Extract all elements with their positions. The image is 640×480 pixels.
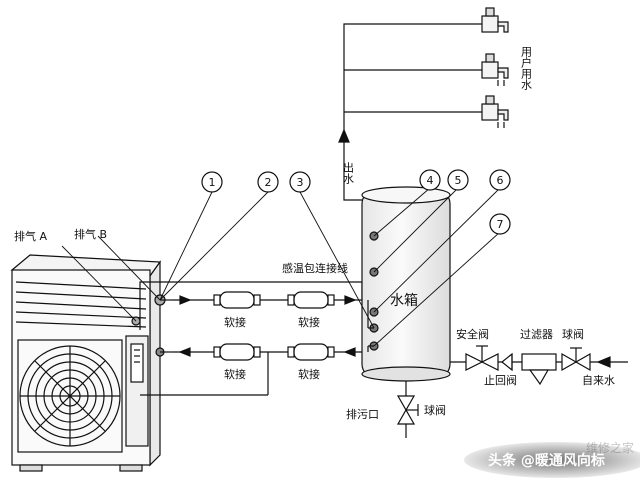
label-sensor-cable: 感温包连接线 [282,261,348,275]
connection-pipes [140,299,269,396]
outdoor-heat-pump-unit [10,254,166,472]
label-soft-joint-4: 软接 [298,367,320,381]
soft-joint-upper-left [172,291,288,309]
label-water-out: 出水 [342,161,355,184]
callout-7: 7 [497,218,504,231]
callout-2: 2 [265,176,272,189]
ball-valve-inlet-icon [561,347,591,372]
user-tap-3-icon [481,95,509,128]
label-check-valve: 止回阀 [484,373,517,387]
user-tap-2-icon [481,53,509,86]
safety-valve-icon [465,345,499,371]
callout-6: 6 [497,174,504,187]
water-tank [361,186,451,382]
callout-leaders [61,187,501,347]
callout-circles [201,169,511,235]
check-valve-icon [501,352,513,372]
callout-numbers: 1 2 3 4 5 6 7 [209,174,504,231]
drain-line [396,381,419,438]
callout-5: 5 [455,174,462,187]
user-tap-1-icon [481,7,509,33]
label-vent-b: 排气 B [74,227,107,241]
soft-joint-lower-right [287,343,368,361]
watermark: 维修之家 头条 @暖通风向标 [464,440,640,478]
label-soft-joint-2: 软接 [298,315,320,329]
sensor-cable [139,281,363,330]
callout-4: 4 [427,174,434,187]
filter-icon [521,353,557,386]
label-soft-joint-3: 软接 [224,367,246,381]
label-soft-joint-1: 软接 [224,315,246,329]
hot-water-outlet [338,23,482,201]
label-tap-water: 自来水 [582,374,615,387]
label-ball-valve: 球阀 [562,327,584,341]
soft-joint-lower-left [172,343,288,361]
label-drain-ball-valve: 球阀 [424,403,446,417]
label-drain-outlet: 排污口 [346,407,379,421]
label-safety-valve: 安全阀 [456,327,489,341]
callout-3: 3 [297,176,304,189]
label-water-tank: 水箱 [390,293,418,309]
label-user-water: 用户用水 [520,46,533,90]
label-filter: 过滤器 [520,328,553,341]
callout-1: 1 [209,176,216,189]
label-vent-a: 排气 A [14,229,47,243]
watermark-main-text: 头条 @暖通风向标 [488,452,605,469]
